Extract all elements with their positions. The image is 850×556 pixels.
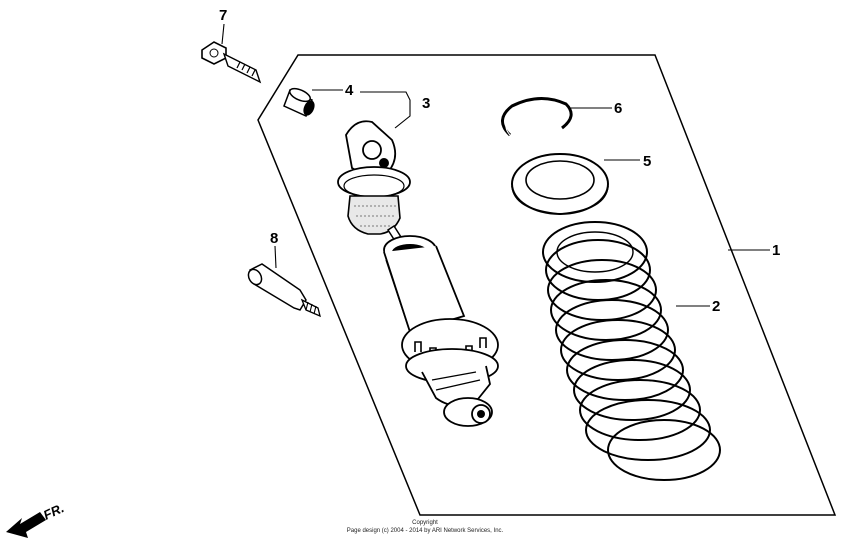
front-label: FR. [41,500,66,522]
copyright-line-2: Page design (c) 2004 - 2014 by ARI Netwo… [346,528,504,534]
coil-spring-part-2[interactable] [542,221,721,481]
callout-2: 2 [712,298,720,315]
callout-8: 8 [270,230,278,247]
leader-lines [221,23,770,307]
collar-part-4[interactable] [283,86,317,118]
damper-unit-part-3[interactable] [337,120,499,427]
callout-1: 1 [772,242,780,259]
callout-5: 5 [643,153,651,170]
bolt-part-7[interactable] [201,41,262,84]
front-direction-marker: FR. [6,500,66,538]
callout-3: 3 [422,95,430,112]
callout-7: 7 [219,7,227,24]
stud-bolt-part-8[interactable] [246,263,321,318]
front-arrow-icon [6,512,46,538]
callout-4: 4 [345,82,354,99]
callout-6: 6 [614,100,622,117]
stopper-ring-part-6[interactable] [501,97,573,137]
copyright-line-1: Copyright [412,520,438,526]
spring-seat-part-5[interactable] [511,153,609,215]
assembly-outline [257,54,837,516]
